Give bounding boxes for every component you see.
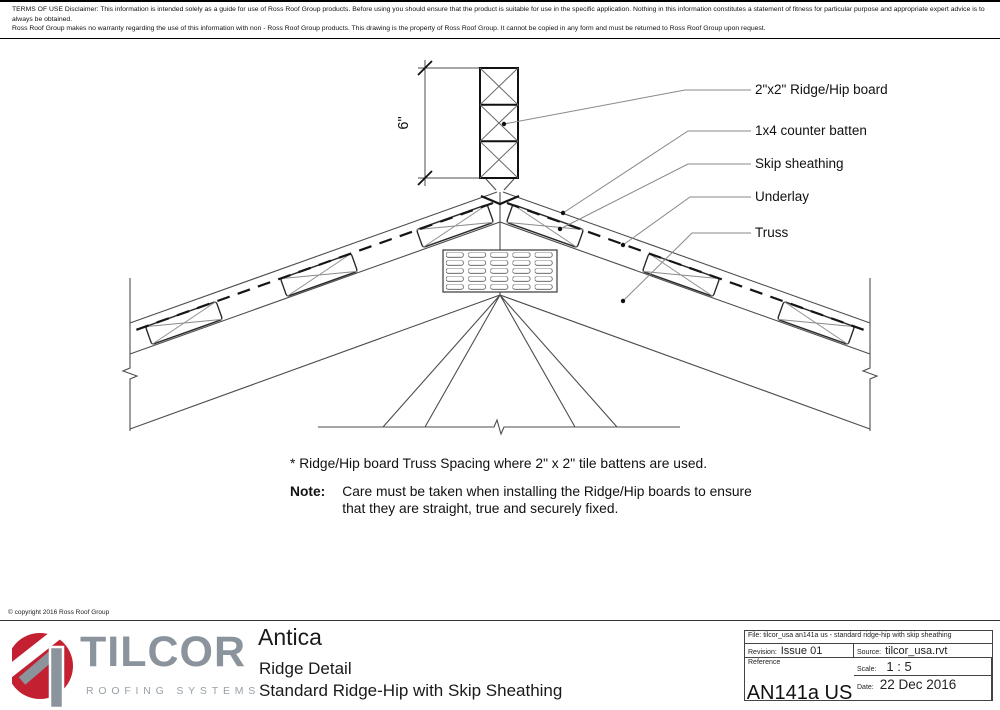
- truss-gusset-plate: [442, 249, 558, 293]
- source-label: Source:: [857, 649, 882, 656]
- leader-dots: [501, 121, 626, 304]
- label-truss: Truss: [755, 225, 789, 240]
- label-counter-batten: 1x4 counter batten: [755, 123, 867, 138]
- tilcor-logo-icon: [12, 628, 73, 710]
- date-value: 22 Dec 2016: [879, 677, 957, 692]
- file-value: tilcor_usa an141a us - standard ridge-hi…: [763, 632, 952, 639]
- scale-cell: Scale: 1 : 5: [854, 658, 992, 676]
- spacing-note: * Ridge/Hip board Truss Spacing where 2"…: [290, 456, 708, 471]
- brand-tagline: ROOFING SYSTEMS: [86, 685, 261, 697]
- ridge-detail-drawing: 6": [121, 60, 879, 436]
- date-label: Date:: [857, 684, 874, 691]
- callout-leaders: [503, 89, 751, 302]
- disclaimer-line-1: TERMS OF USE Disclaimer: This informatio…: [12, 6, 985, 23]
- note-text: Care must be taken when installing the R…: [342, 484, 752, 516]
- brand-name: TILCOR: [80, 628, 247, 676]
- source-cell: Source: tilcor_usa.rvt: [854, 644, 992, 658]
- ridge-board-dimension: 6": [396, 60, 479, 186]
- disclaimer-line-2: Ross Roof Group makes no warranty regard…: [12, 25, 766, 33]
- underlay-dashed-line: [132, 194, 868, 333]
- detail-title: Ridge Detail: [259, 659, 352, 678]
- drawing-subtitle: Standard Ridge-Hip with Skip Sheathing: [259, 681, 563, 700]
- copyright-text: © copyright 2016 Ross Roof Group: [8, 609, 110, 616]
- installation-note: Note: Care must be taken when installing…: [290, 484, 766, 518]
- date-cell: Date: 22 Dec 2016: [854, 676, 992, 700]
- label-skip-sheathing: Skip sheathing: [755, 156, 844, 171]
- note-label: Note:: [290, 484, 326, 499]
- revision-value: Issue 01: [780, 645, 823, 657]
- source-value: tilcor_usa.rvt: [885, 645, 948, 657]
- skip-sheathing-battens: [145, 204, 855, 345]
- reference-cell: Reference AN141a US: [745, 658, 854, 700]
- title-block-table: File: tilcor_usa an141a us - standard ri…: [744, 630, 993, 701]
- revision-cell: Revision: Issue 01: [745, 644, 854, 658]
- drawing-number: AN141a US: [746, 682, 853, 700]
- ridge-hip-board: [479, 67, 519, 179]
- terms-of-use-strip: TERMS OF USE Disclaimer: This informatio…: [0, 0, 1000, 39]
- label-ridge-hip-board: 2"x2" Ridge/Hip board: [755, 82, 888, 97]
- dimension-text: 6": [396, 116, 412, 129]
- product-title: Antica: [258, 624, 322, 650]
- file-cell: File: tilcor_usa an141a us - standard ri…: [745, 631, 992, 644]
- revision-label: Revision:: [748, 649, 777, 656]
- file-label: File:: [748, 632, 762, 639]
- reference-label: Reference: [748, 659, 781, 666]
- footer-divider: [0, 620, 1000, 621]
- label-underlay: Underlay: [755, 189, 810, 204]
- scale-label: Scale:: [857, 666, 877, 673]
- scale-value: 1 : 5: [886, 659, 912, 674]
- roof-structure-lines: [121, 178, 879, 436]
